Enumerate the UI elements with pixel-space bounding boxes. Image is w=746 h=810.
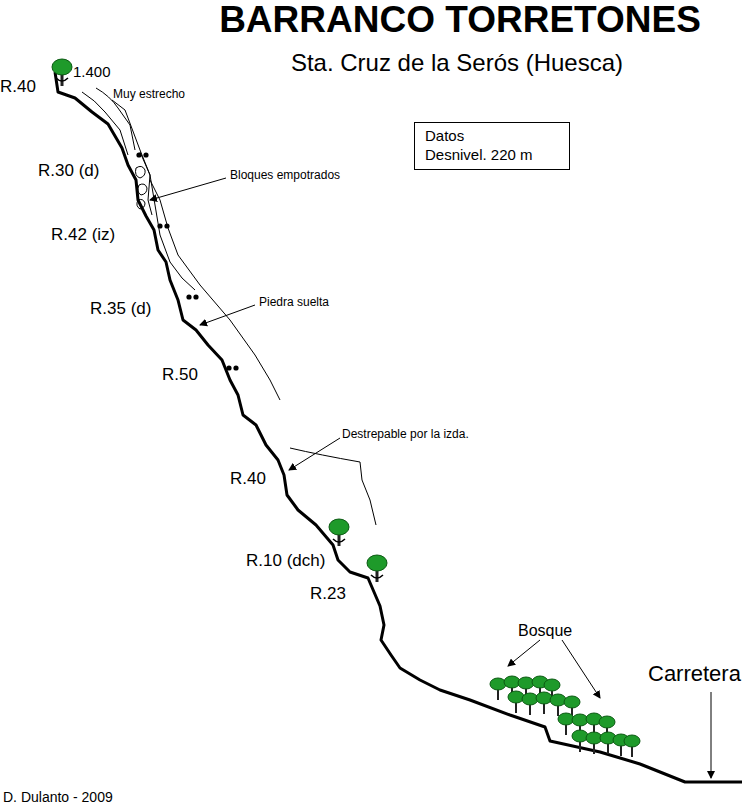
rappel-label: R.10 (dch): [246, 552, 325, 571]
anchor-trees: [52, 59, 387, 582]
note: Bloques empotrados: [230, 169, 340, 182]
wall-lines: [82, 88, 376, 525]
canyon-bed: [55, 72, 742, 782]
subtitle: Sta. Cruz de la Serós (Huesca): [291, 50, 623, 76]
note: Destrepable por la izda.: [342, 428, 469, 441]
rappel-label: R.50: [162, 366, 198, 385]
note: Piedra suelta: [259, 296, 329, 309]
anchor-bolts: [136, 152, 238, 370]
elevation: 1.400: [73, 64, 111, 81]
box-text: Datos: [425, 127, 559, 146]
rappel-label: R.30 (d): [38, 162, 99, 181]
rappel-label: R.42 (iz): [51, 226, 115, 245]
leader-lines: [150, 178, 711, 778]
diagram-title: BARRANCO TORRETONES: [219, 0, 701, 41]
note: Bosque: [518, 622, 572, 640]
data-box: DatosDesnivel. 220 m: [414, 122, 570, 170]
forest: [490, 676, 640, 757]
box-text: Desnivel. 220 m: [425, 146, 559, 165]
rappel-label: R.23: [310, 585, 346, 604]
road-label: Carretera: [648, 662, 741, 686]
rappel-label: R.35 (d): [90, 300, 151, 319]
rappel-label: R.40: [0, 78, 36, 97]
rappel-label: R.40: [230, 470, 266, 489]
credit: D. Dulanto - 2009: [3, 790, 113, 805]
note: Muy estrecho: [113, 88, 185, 101]
